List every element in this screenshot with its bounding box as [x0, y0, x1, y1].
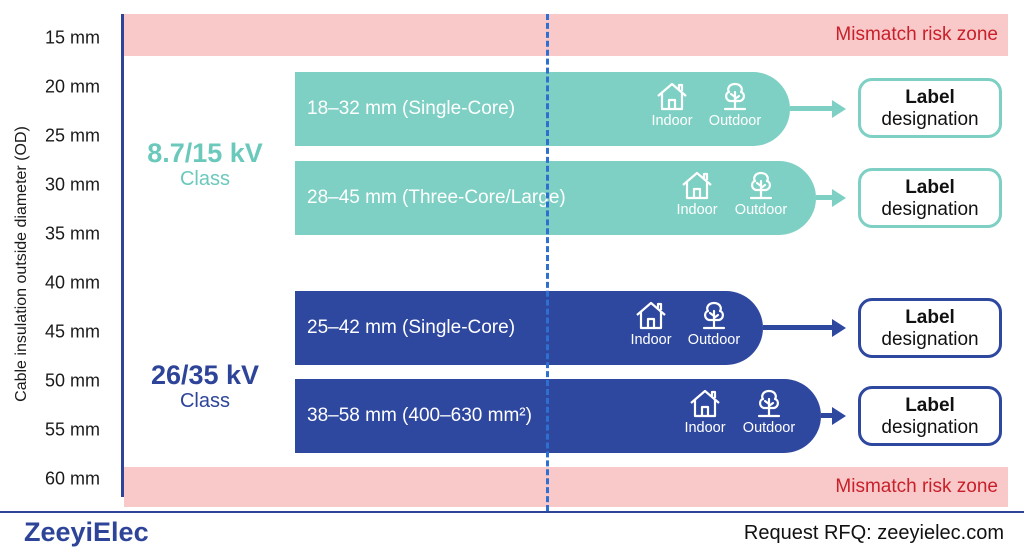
band-range-text: 18–32 mm (Single-Core)	[307, 98, 516, 119]
label-designation-box: Label designation	[858, 78, 1002, 138]
dashed-divider-line	[546, 14, 549, 511]
outdoor-badge: Outdoor	[725, 169, 797, 218]
y-axis-title: Cable insulation outside diameter (OD)	[13, 126, 30, 402]
outdoor-label: Outdoor	[734, 202, 788, 218]
indoor-label: Indoor	[684, 420, 726, 436]
indoor-badge: Indoor	[636, 80, 708, 129]
y-tick: 35 mm	[45, 223, 101, 244]
y-tick: 50 mm	[45, 370, 101, 391]
y-tick: 25 mm	[45, 125, 101, 146]
house-icon	[682, 171, 712, 200]
class-voltage: 8.7/15 kV	[147, 138, 263, 168]
y-tick: 20 mm	[45, 76, 101, 97]
od-band-15kv-three-core: 28–45 mm (Three-Core/Large) Indoor Outdo…	[295, 161, 816, 235]
label-box-subtitle: designation	[881, 329, 979, 350]
y-tick: 60 mm	[45, 468, 101, 489]
class-voltage: 26/35 kV	[150, 360, 260, 390]
house-icon	[657, 82, 687, 111]
class-label-15kv: 8.7/15 kV Class	[147, 138, 263, 190]
mismatch-zone-top: Mismatch risk zone	[124, 14, 1008, 56]
od-band-35kv-single-core: 25–42 mm (Single-Core) Indoor Outdoor	[295, 291, 763, 365]
arrow-head	[832, 188, 846, 207]
indoor-label: Indoor	[676, 202, 718, 218]
band-range-text: 28–45 mm (Three-Core/Large)	[307, 187, 566, 208]
y-tick: 30 mm	[45, 174, 101, 195]
mismatch-zone-top-label: Mismatch risk zone	[835, 24, 998, 45]
class-label-35kv: 26/35 kV Class	[151, 360, 259, 412]
outdoor-badge: Outdoor	[678, 299, 750, 348]
tree-icon	[757, 389, 781, 418]
label-box-title: Label	[905, 87, 955, 108]
house-icon	[690, 389, 720, 418]
label-box-subtitle: designation	[881, 199, 979, 220]
label-box-title: Label	[905, 307, 955, 328]
y-tick: 15 mm	[45, 27, 101, 48]
tree-icon	[749, 171, 773, 200]
outdoor-label: Outdoor	[742, 420, 796, 436]
od-band-15kv-single-core: 18–32 mm (Single-Core) Indoor Outdoor	[295, 72, 790, 146]
y-tick: 40 mm	[45, 272, 101, 293]
label-box-subtitle: designation	[881, 417, 979, 438]
band-range-text: 25–42 mm (Single-Core)	[307, 317, 516, 338]
house-icon	[636, 301, 666, 330]
arrow-head	[832, 406, 846, 425]
label-designation-box: Label designation	[858, 168, 1002, 228]
class-word: Class	[179, 168, 230, 190]
arrow-connector	[816, 195, 834, 200]
arrow-head	[832, 318, 846, 337]
class-word: Class	[179, 390, 230, 412]
label-box-title: Label	[905, 177, 955, 198]
label-designation-box: Label designation	[858, 386, 1002, 446]
label-designation-box: Label designation	[858, 298, 1002, 358]
indoor-badge: Indoor	[661, 169, 733, 218]
band-range-text: 38–58 mm (400–630 mm²)	[307, 405, 532, 426]
label-box-title: Label	[905, 395, 955, 416]
y-axis-line	[121, 14, 124, 497]
footer-divider	[0, 511, 1024, 513]
brand-logo-text: ZeeyiElec	[24, 517, 149, 547]
mismatch-zone-bottom: Mismatch risk zone	[124, 467, 1008, 507]
indoor-badge: Indoor	[669, 387, 741, 436]
arrow-connector	[821, 413, 834, 418]
indoor-label: Indoor	[651, 113, 693, 129]
indoor-label: Indoor	[630, 332, 672, 348]
indoor-badge: Indoor	[615, 299, 687, 348]
label-box-subtitle: designation	[881, 109, 979, 130]
arrow-connector	[790, 106, 834, 111]
outdoor-label: Outdoor	[708, 113, 762, 129]
tree-icon	[702, 301, 726, 330]
arrow-connector	[763, 325, 834, 330]
od-band-35kv-large: 38–58 mm (400–630 mm²) Indoor Outdoor	[295, 379, 821, 453]
mismatch-zone-bottom-label: Mismatch risk zone	[835, 476, 998, 497]
arrow-head	[832, 99, 846, 118]
outdoor-label: Outdoor	[687, 332, 741, 348]
y-tick: 45 mm	[45, 321, 101, 342]
rfq-link[interactable]: Request RFQ: zeeyielec.com	[743, 522, 1004, 544]
outdoor-badge: Outdoor	[733, 387, 805, 436]
tree-icon	[723, 82, 747, 111]
outdoor-badge: Outdoor	[699, 80, 771, 129]
y-tick: 55 mm	[45, 419, 101, 440]
